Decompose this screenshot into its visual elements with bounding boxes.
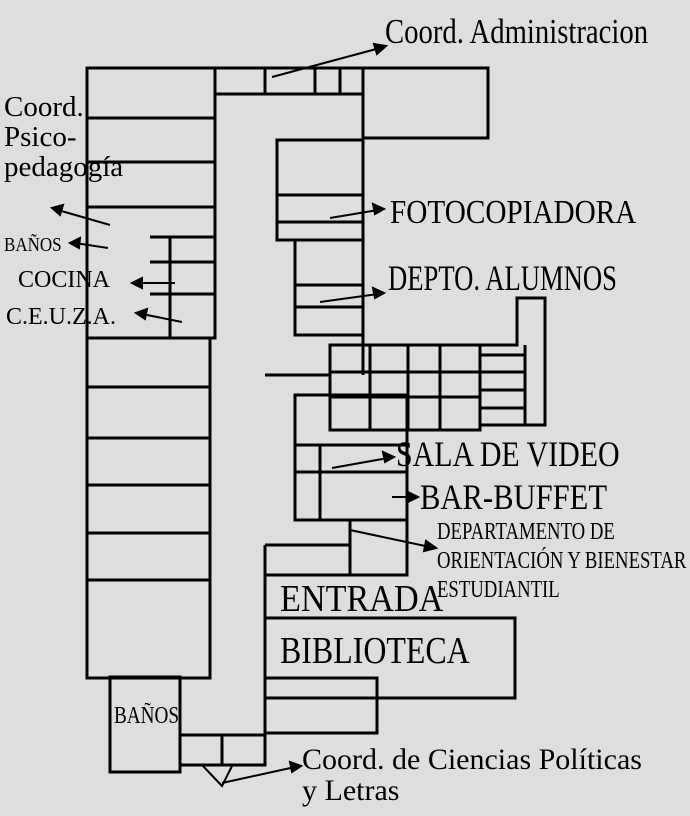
label-biblioteca: BIBLIOTECA — [280, 630, 470, 672]
wall-right-wing — [480, 296, 547, 427]
arrow-banos-top — [74, 242, 109, 249]
arrowhead — [381, 450, 397, 464]
room-left-lower-block — [85, 336, 212, 680]
label-bar-buffet: BAR-BUFFET — [420, 477, 608, 517]
label-fotocopiadora: FOTOCOPIADORA — [390, 194, 637, 231]
label-orientacion-line1: DEPARTAMENTO DE — [437, 519, 615, 545]
room-grid-block — [328, 343, 482, 432]
label-ceuza: C.E.U.Z.A. — [6, 304, 116, 330]
arrow-ceuza — [141, 313, 183, 323]
label-coord-ciencias-line1: Coord. de Ciencias Políticas — [302, 743, 642, 776]
arrowhead — [422, 539, 439, 553]
arrowhead — [129, 276, 143, 290]
room-biblioteca-lower — [263, 676, 379, 735]
label-coord-psico-line2: Psico- — [4, 121, 77, 153]
arrowhead — [133, 307, 149, 321]
arrowhead — [288, 760, 304, 774]
arrow-orientacion — [349, 529, 431, 548]
label-banos-top: BAÑOS — [4, 234, 62, 256]
arrowhead — [371, 202, 387, 216]
arrow-coord-administracion — [271, 47, 381, 78]
label-coord-administracion: Coord. Administracion — [385, 12, 649, 51]
arrow-depto-alumnos — [319, 293, 379, 303]
arrow-coord-psico — [57, 209, 111, 226]
arrowhead — [67, 236, 82, 250]
arrow-coord-ciencias — [221, 766, 296, 784]
arrowhead — [372, 42, 389, 56]
label-banos-bottom: BAÑOS — [114, 703, 180, 729]
room-biblioteca — [263, 616, 517, 700]
room-fotocopiadora-block — [275, 138, 365, 242]
label-coord-ciencias-line2: y Letras — [302, 774, 400, 807]
label-cocina: COCINA — [18, 267, 111, 293]
label-entrada: ENTRADA — [280, 578, 444, 620]
label-coord-psico: Coord. Psico- pedagogía — [4, 92, 123, 182]
arrow-fotocopiadora — [329, 209, 379, 219]
label-orientacion-line3: ESTUDIANTIL — [437, 577, 560, 603]
label-coord-psico-line3: pedagogía — [4, 151, 124, 183]
label-orientacion-line2: ORIENTACIÓN Y BIENESTAR — [437, 548, 687, 574]
arrowhead — [49, 203, 65, 217]
label-orientacion: DEPARTAMENTO DE ORIENTACIÓN Y BIENESTAR … — [437, 518, 690, 605]
room-depto-alumnos-block — [293, 238, 365, 337]
room-coord-administracion — [361, 66, 490, 140]
label-sala-de-video: SALA DE VIDEO — [396, 434, 620, 474]
label-depto-alumnos: DEPTO. ALUMNOS — [388, 258, 617, 298]
room-orientacion-block — [348, 518, 409, 577]
arrowhead — [407, 490, 421, 504]
label-coord-ciencias: Coord. de Ciencias Políticas y Letras — [302, 744, 642, 806]
arrowhead — [371, 286, 387, 300]
label-coord-psico-line1: Coord. — [4, 91, 84, 123]
arrow-sala-de-video — [331, 457, 389, 469]
entrance-v-mark — [202, 765, 233, 788]
room-banos-bottom — [108, 675, 182, 774]
